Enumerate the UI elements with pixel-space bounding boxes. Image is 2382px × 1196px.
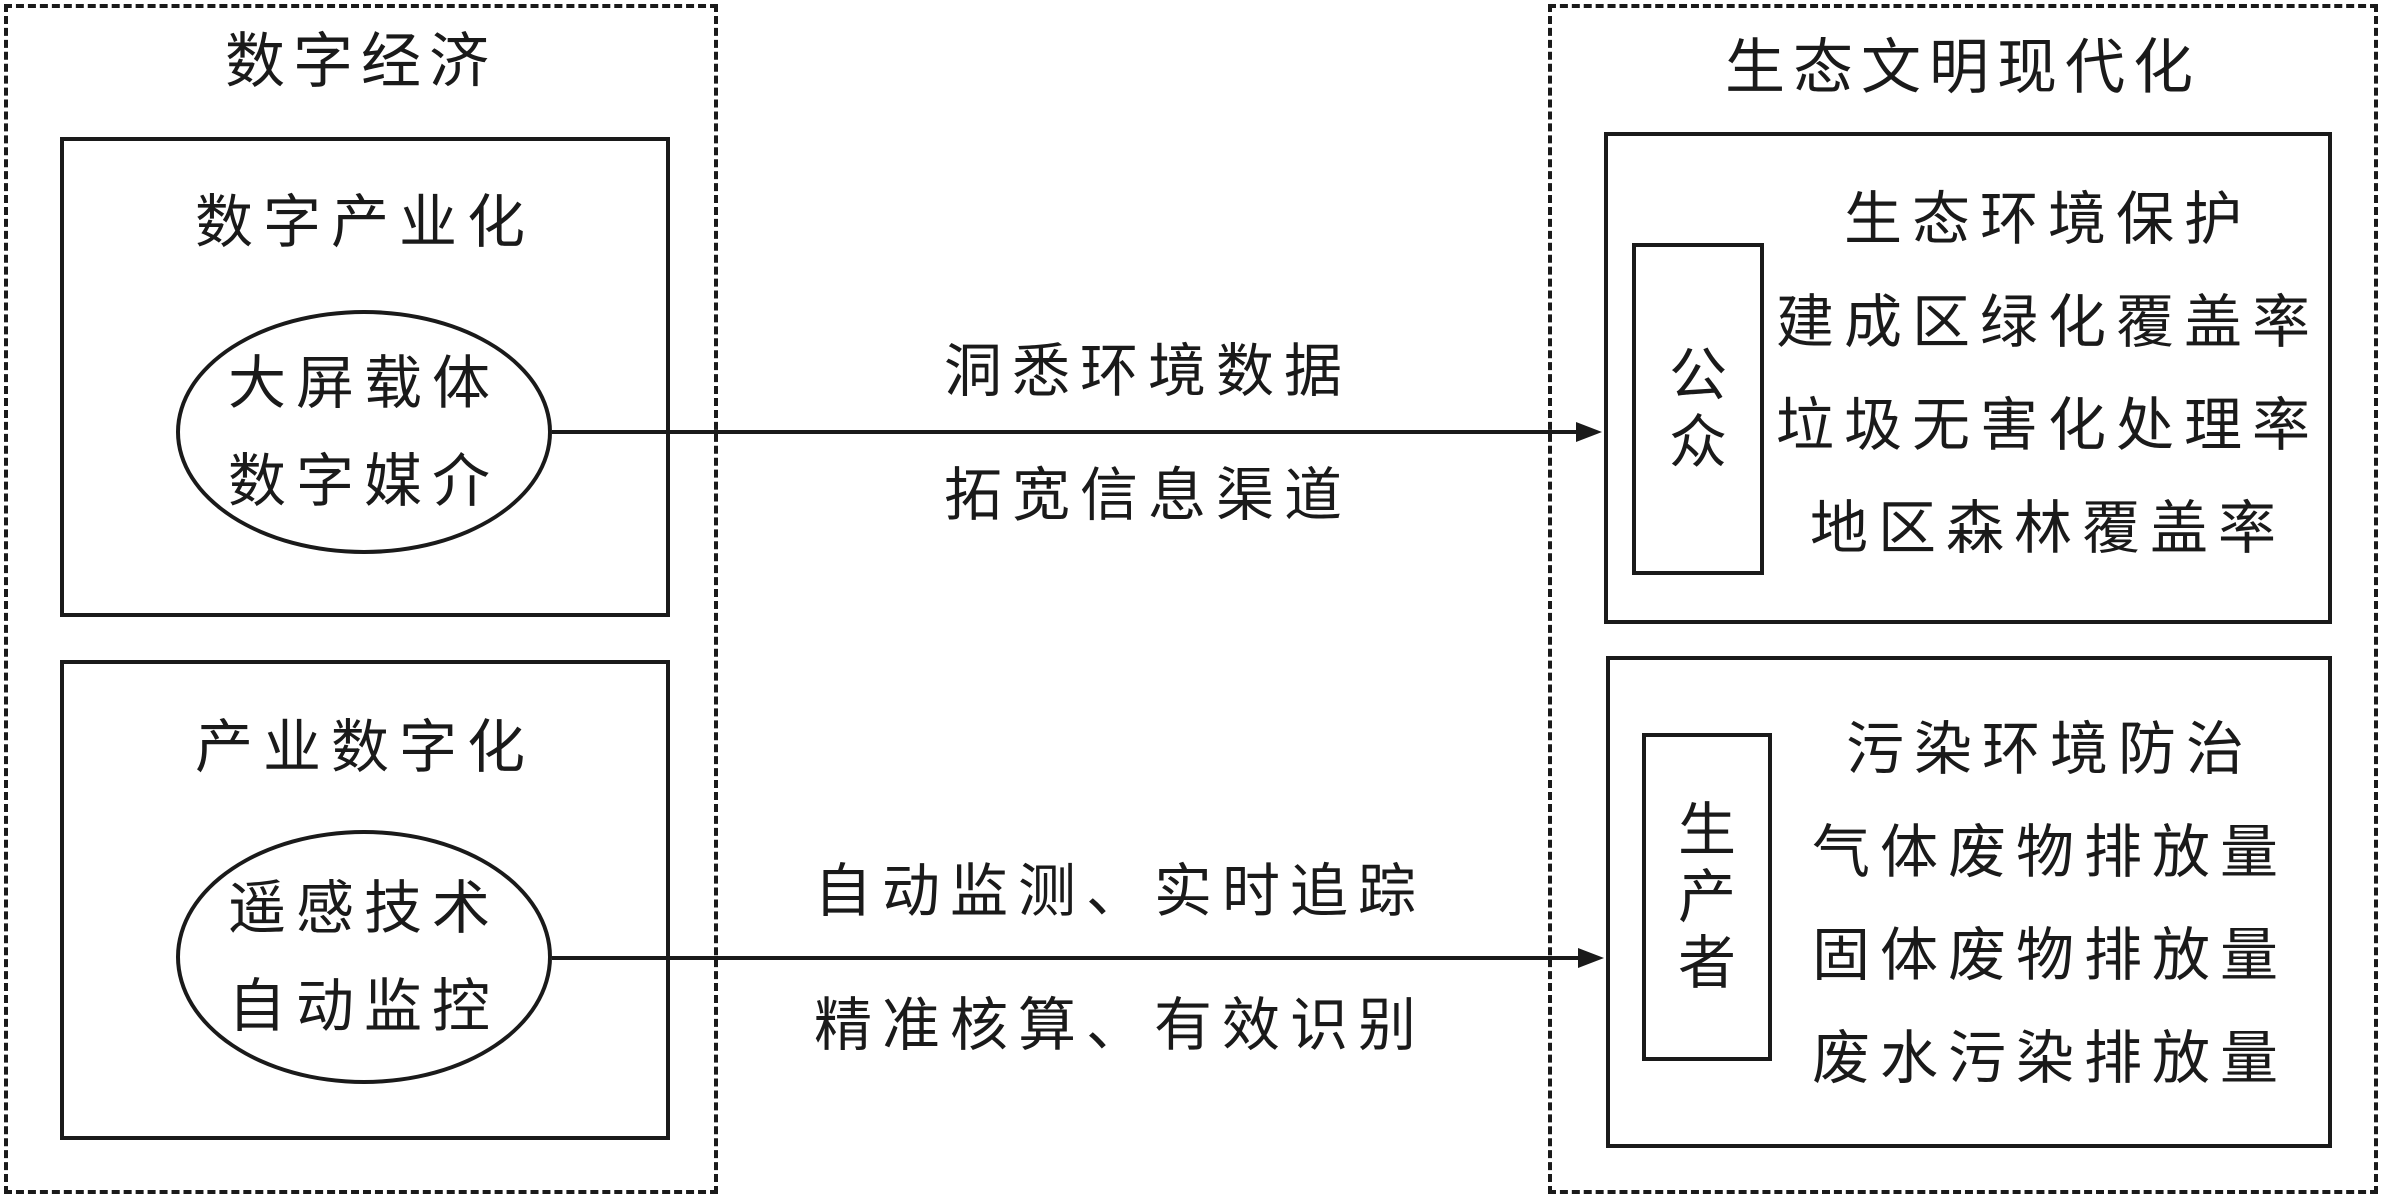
digital-industrialization-title: 数字产业化 (194, 188, 535, 256)
ellipse-item: 数字媒介 (227, 447, 500, 515)
digital-economy-title: 数字经济 (225, 27, 497, 97)
actor-producer-box: 生 产 者 (1642, 733, 1772, 1061)
metric-item: 气体废物排放量 (1811, 818, 2288, 886)
top-arrow-label-1: 洞悉环境数据 (943, 337, 1352, 405)
ecological-civilization-title: 生态文明现代化 (1725, 33, 2201, 103)
actor-char: 者 (1677, 929, 1736, 998)
actor-char: 众 (1668, 408, 1727, 476)
metric-item: 垃圾无害化处理率 (1776, 391, 2321, 459)
ellipse-item: 大屏载体 (227, 349, 500, 417)
bottom-arrow-label-2: 精准核算、有效识别 (813, 991, 1426, 1059)
industry-digitalization-box (60, 660, 670, 1140)
bottom-arrow-head (1578, 948, 1604, 968)
ecological-civilization-panel (1548, 4, 2378, 1194)
metric-item: 建成区绿化覆盖率 (1776, 288, 2321, 356)
pollution-prevention-list: 污染环境防治 气体废物排放量 固体废物排放量 废水污染排放量 (1790, 720, 2310, 1087)
pollution-prevention-box (1606, 656, 2332, 1148)
pollution-prevention-title: 污染环境防治 (1845, 715, 2254, 783)
ellipse-item: 自动监控 (227, 972, 500, 1040)
digital-economy-panel (4, 4, 718, 1194)
ecological-protection-box (1604, 132, 2332, 624)
ecological-protection-list: 生态环境保护 建成区绿化覆盖率 垃圾无害化处理率 地区森林覆盖率 (1776, 185, 2312, 562)
actor-char: 公 (1668, 341, 1727, 410)
actor-public-box: 公 众 (1632, 243, 1764, 575)
metric-item: 废水污染排放量 (1811, 1024, 2288, 1092)
digital-industrialization-ellipse: 大屏载体 数字媒介 (176, 310, 552, 554)
industry-digitalization-title: 产业数字化 (194, 713, 535, 781)
metric-item: 地区森林覆盖率 (1809, 494, 2286, 562)
digital-industrialization-box (60, 137, 670, 617)
industry-digitalization-ellipse: 遥感技术 自动监控 (176, 830, 552, 1084)
bottom-arrow-label-1: 自动监测、实时追踪 (813, 857, 1426, 925)
ellipse-item: 遥感技术 (227, 874, 500, 942)
top-arrow-head (1576, 422, 1602, 442)
metric-item: 固体废物排放量 (1811, 921, 2288, 989)
actor-char: 产 (1677, 862, 1736, 931)
ecological-protection-title: 生态环境保护 (1843, 185, 2252, 253)
top-arrow-label-2: 拓宽信息渠道 (943, 461, 1352, 529)
actor-char: 生 (1677, 795, 1736, 864)
